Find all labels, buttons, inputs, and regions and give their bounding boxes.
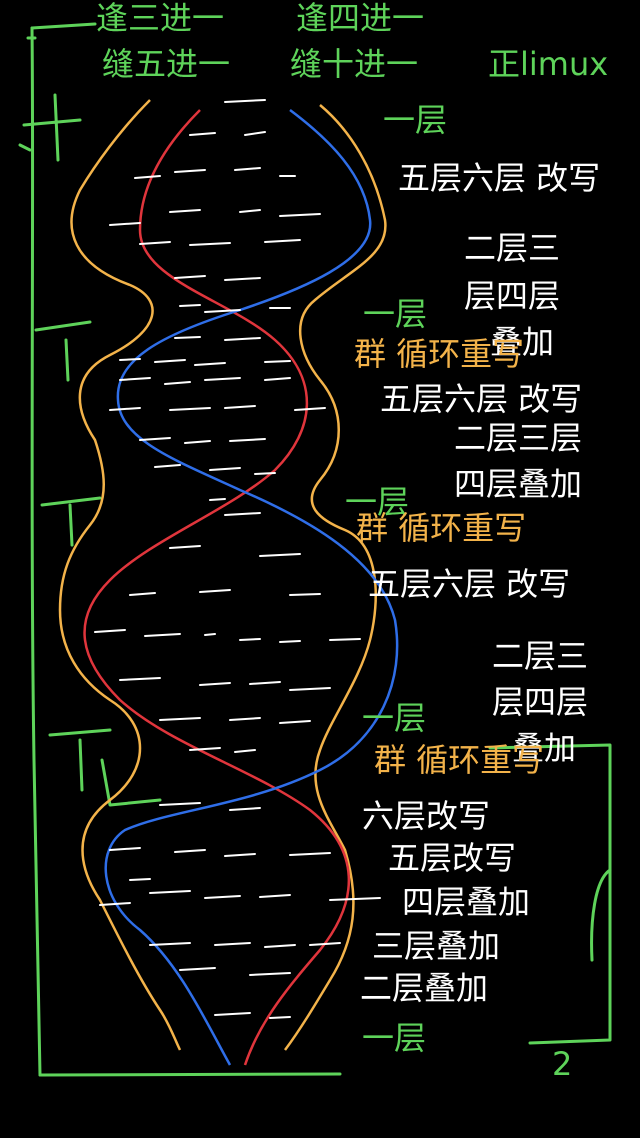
white-dashes: [94, 99, 381, 1019]
s2-stack-b: 四层叠加: [454, 465, 583, 503]
s4-layer-5: 五层改写: [388, 839, 517, 877]
s1-stack-a: 二层三: [464, 229, 561, 267]
s1-rewrite: 五层六层 改写: [398, 159, 601, 197]
s4-layer-4: 四层叠加: [402, 883, 531, 921]
s3-stack-a: 二层三: [492, 637, 589, 675]
green-bracket-lines: [18, 22, 612, 1077]
s3-stack-c: 叠加: [512, 729, 577, 767]
orange-strand: [58, 99, 182, 1051]
header-line2-mid: 缝十进一: [290, 45, 419, 83]
header-line2-right: 正limux: [488, 45, 609, 83]
s3-bottom-layer: 一层: [362, 699, 427, 737]
s4-layer-1: 一层: [362, 1019, 427, 1057]
s4-layer-3: 三层叠加: [372, 927, 501, 965]
s2-rewrite: 五层六层 改写: [380, 380, 583, 418]
s4-number: 2: [552, 1045, 573, 1083]
s3-stack-b: 层四层: [492, 683, 589, 721]
header-line1-right: 逢四进一: [296, 0, 425, 37]
s1-stack-b: 层四层: [464, 277, 561, 315]
s1-top-layer: 一层: [383, 101, 448, 139]
s3-rewrite: 五层六层 改写: [368, 565, 571, 603]
s3-group-loop: 群 循环重写: [374, 741, 545, 779]
header-line2-left: 缝五进一: [102, 45, 231, 83]
red-strand: [83, 109, 350, 1066]
orange-strand-right: [283, 104, 387, 1051]
s4-layer-2: 二层叠加: [360, 969, 489, 1007]
s4-layer-6: 六层改写: [362, 797, 491, 835]
header-line1-left: 逢三进一: [96, 0, 225, 37]
s1-group-loop: 群 循环重写: [354, 335, 525, 373]
s2-group-loop: 群 循环重写: [356, 509, 527, 547]
s2-stack-a: 二层三层: [454, 419, 583, 457]
s1-stack-c: 叠加: [490, 323, 555, 361]
s2-bottom-layer: 一层: [345, 483, 410, 521]
s1-bottom-layer: 一层: [363, 295, 428, 333]
blue-strand: [104, 109, 399, 1066]
